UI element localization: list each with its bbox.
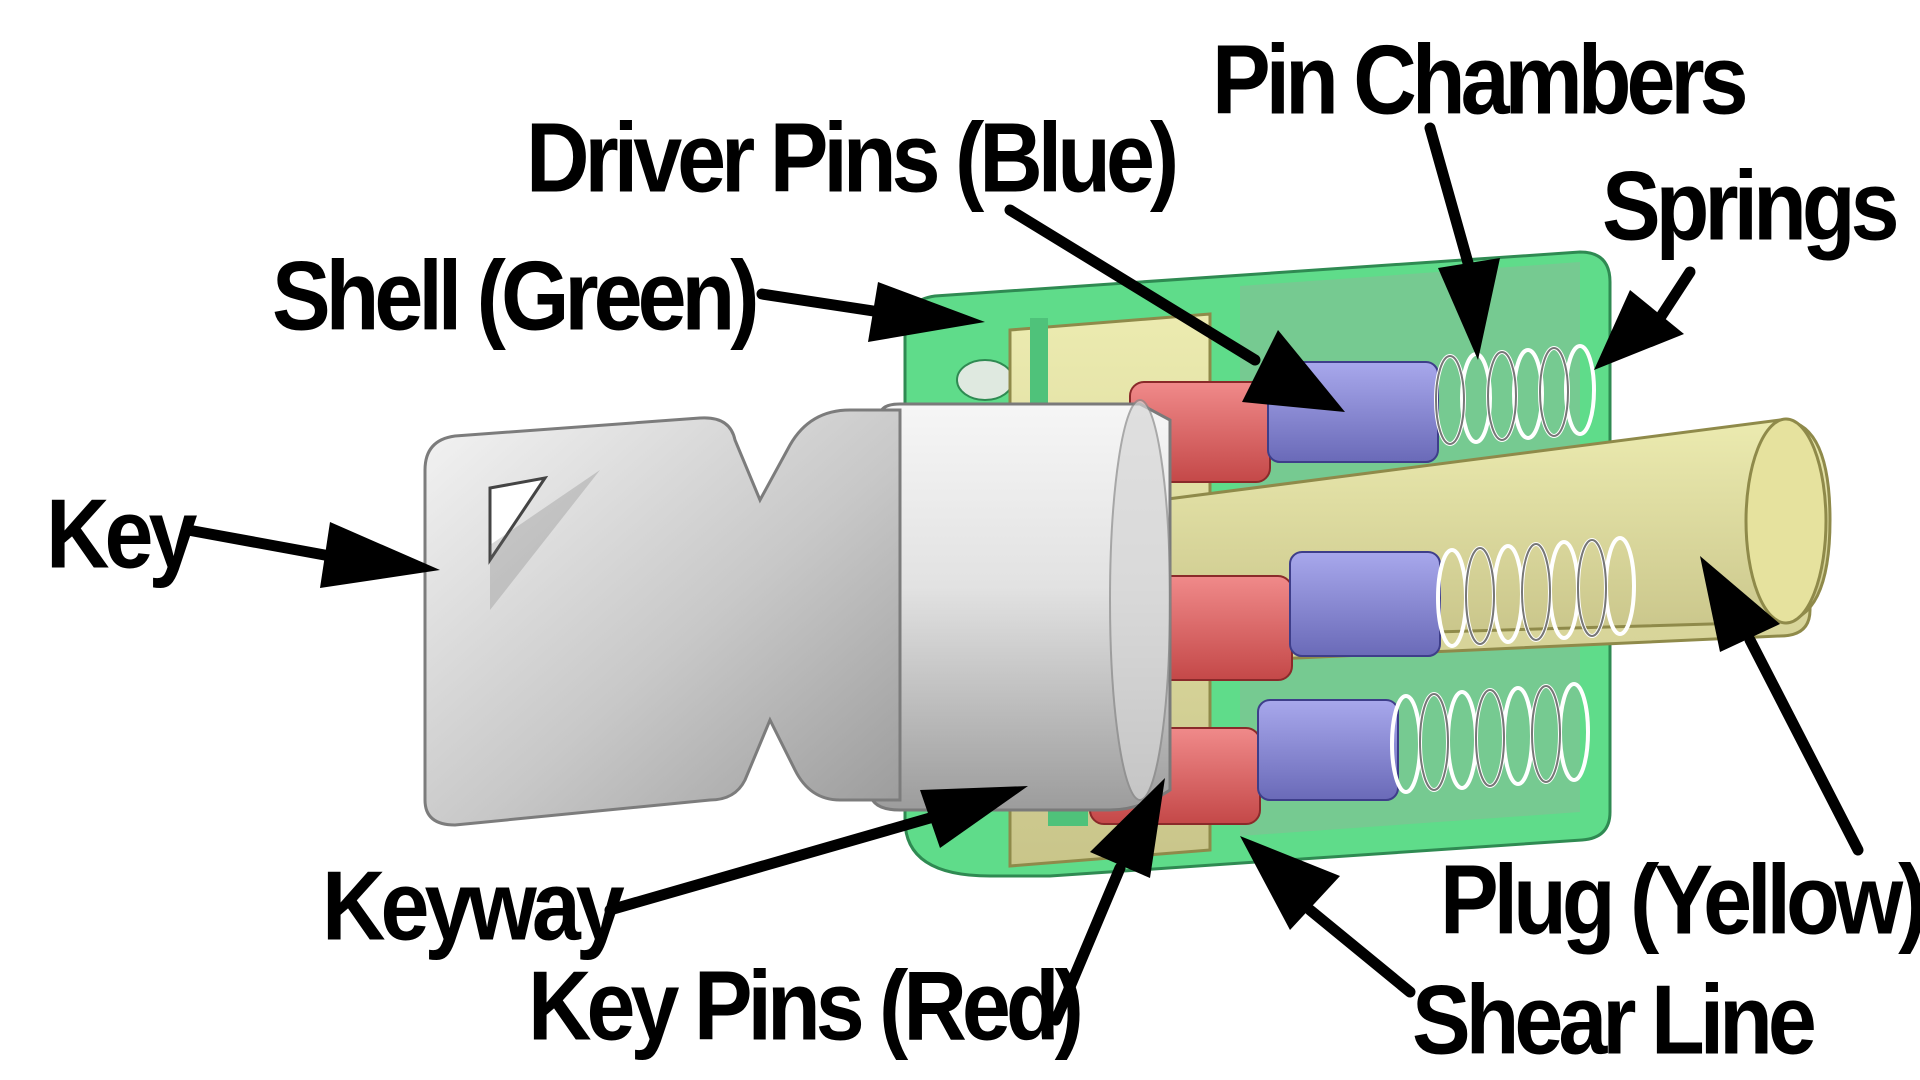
label-plug: Plug (Yellow) xyxy=(1440,844,1920,955)
key xyxy=(423,399,1172,827)
springs-arrow xyxy=(1594,266,1696,370)
label-shear-line: Shear Line xyxy=(1412,964,1814,1075)
label-pin-chambers: Pin Chambers xyxy=(1212,24,1746,135)
label-key-pins: Key Pins (Red) xyxy=(528,950,1080,1061)
label-shell: Shell (Green) xyxy=(272,240,756,351)
pin-chambers-arrow xyxy=(1424,122,1500,360)
callout-arrows xyxy=(182,122,1864,1026)
label-driver-pins: Driver Pins (Blue) xyxy=(526,102,1175,213)
label-keyway: Keyway xyxy=(322,850,625,961)
shell-arrow xyxy=(756,282,985,342)
key-pins-arrow xyxy=(1050,778,1165,1026)
shear-line-arrow xyxy=(1240,836,1416,998)
label-key: Key xyxy=(46,478,197,589)
driver-pins-arrow xyxy=(1004,204,1345,412)
driver-pin-blue xyxy=(1289,551,1441,657)
pin-stack-middle xyxy=(1131,536,1636,681)
label-springs: Springs xyxy=(1602,150,1897,261)
keyway-arrow xyxy=(604,786,1028,916)
driver-pin-blue xyxy=(1257,699,1399,801)
plug-arrow xyxy=(1700,556,1864,856)
key-arrow xyxy=(182,522,440,588)
